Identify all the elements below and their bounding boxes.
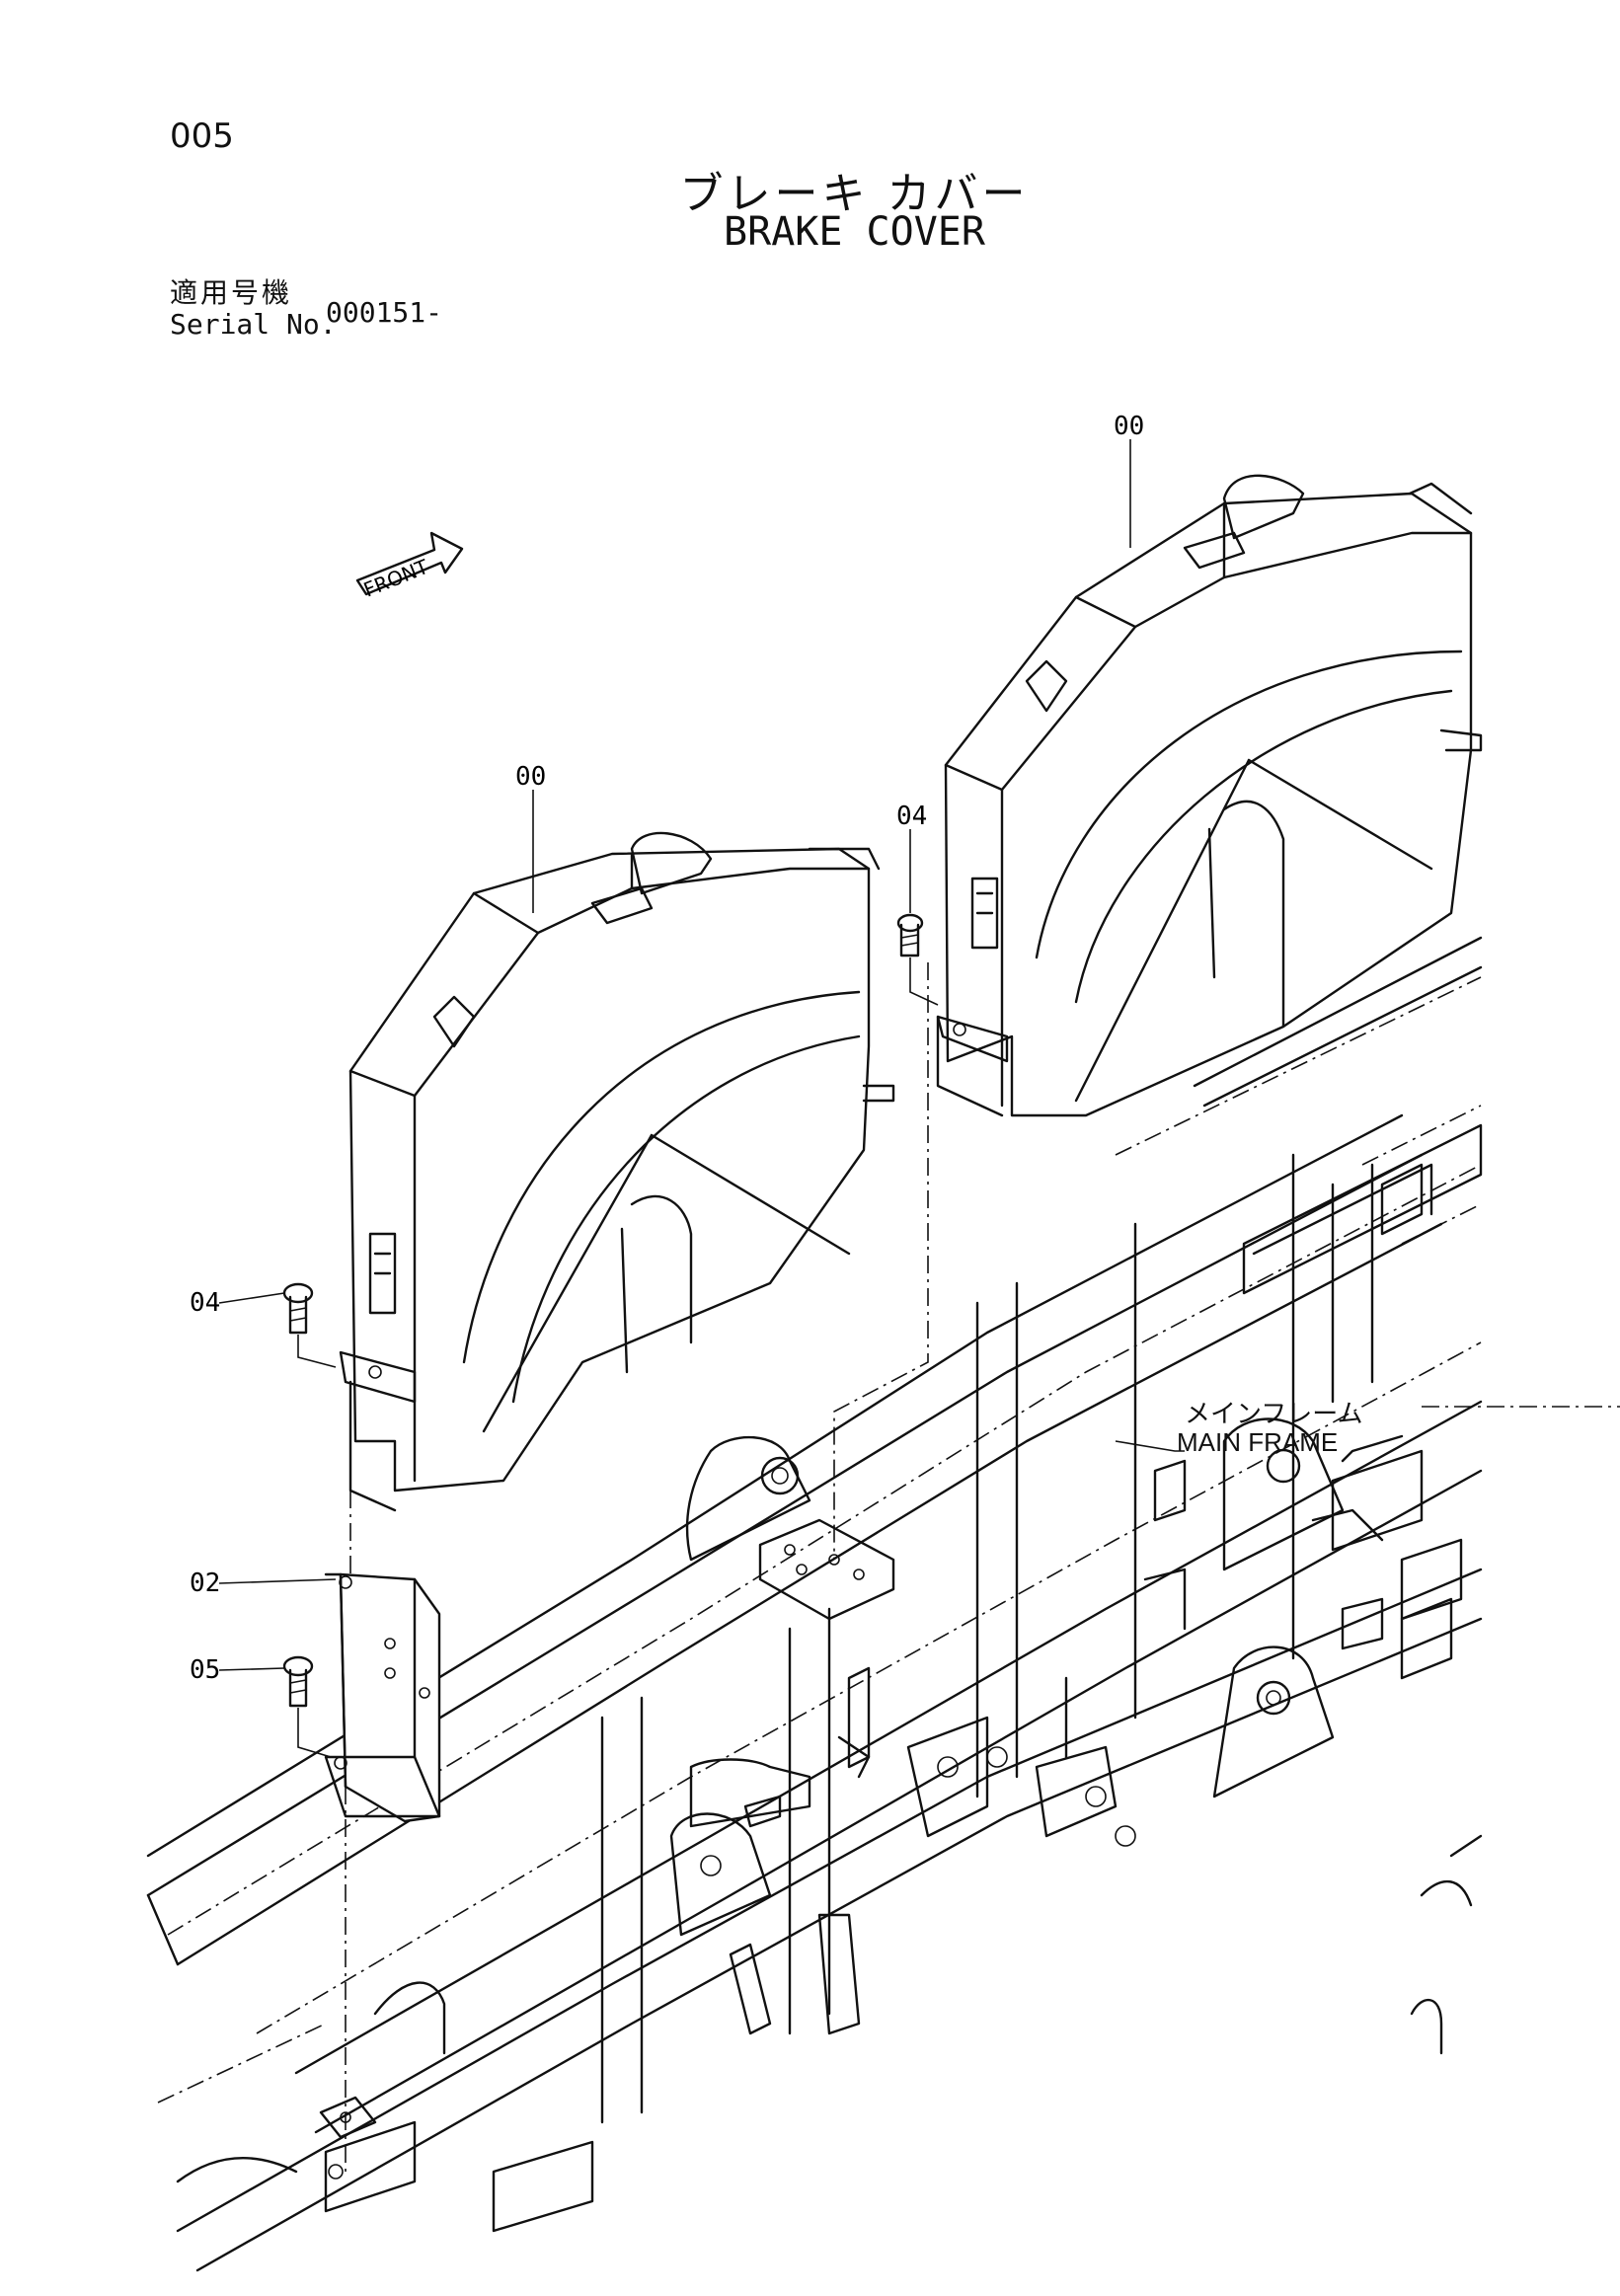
bolt-04-right [896,913,924,957]
page-title-english: BRAKE COVER [724,209,985,255]
main-frame-label-english: MAIN FRAME [1177,1427,1339,1457]
brake-cover-left [339,831,895,1512]
callout-bolt-right: 04 [896,802,927,831]
mounting-bracket [324,1572,441,1823]
callout-cover-right: 00 [1114,412,1144,441]
serial-number-value: 000151- [326,296,443,329]
assembly-guide-lines [297,957,939,2172]
front-arrow-icon: FRONT [355,531,464,602]
page-title-japanese: ブレーキ カバー [679,169,1030,219]
serial-label-japanese: 適用号機 [170,276,293,309]
bolt-04-left [282,1282,314,1335]
callout-bracket: 02 [190,1569,220,1598]
callout-cover-left: 00 [515,762,546,792]
page-number: 005 [170,116,234,156]
serial-label-english: Serial No. [170,308,337,341]
callout-leaders [218,439,1185,1671]
bolt-05 [282,1655,314,1708]
front-arrow-label: FRONT [360,554,432,601]
brake-cover-right [936,474,1483,1117]
callout-bolt-left: 04 [190,1288,220,1318]
main-frame-label-japanese: メインフレーム [1185,1400,1363,1429]
callout-bracket-bolt: 05 [190,1655,220,1685]
